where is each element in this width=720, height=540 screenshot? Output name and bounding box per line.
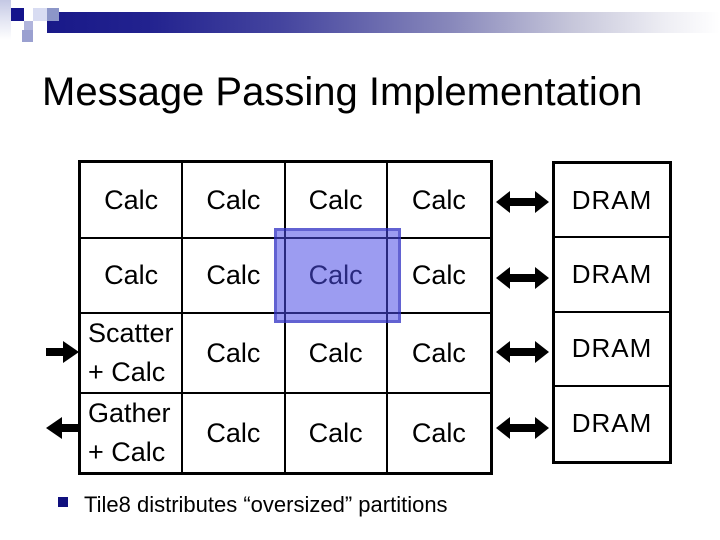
grid-cell-label: Calc [411,338,466,368]
deco-square-navy [11,8,24,21]
bullet-icon [58,497,68,507]
grid-cell-r3c3: Calc [285,314,388,394]
grid-cell-label-line2: + Calc [88,437,166,467]
highlight-overlay [274,228,401,323]
grid-cell-r3c1-scatter: Scatter + Calc [81,314,184,394]
grid-cell-r2c1: Calc [81,238,184,314]
dram-label: DRAM [571,184,653,215]
deco-square-medium [47,8,59,21]
deco-square-medium2 [22,30,33,42]
dram-transfer-arrow-icon-2 [496,267,549,289]
grid-cell-r4c4: Calc [388,394,490,472]
grid-cell-label: Calc [104,184,159,215]
dram-label: DRAM [571,258,653,289]
dram-cell-3: DRAM [555,313,669,387]
grid-cell-label: Calc [308,418,363,448]
grid-cell-r4c1-gather: Gather + Calc [81,394,184,472]
deco-square-small [24,21,33,30]
grid-cell-label: Calc [411,184,466,215]
grid-cell-r1c4: Calc [387,163,490,239]
grid-cell-label: Calc [206,338,261,368]
grid-cell-r1c2: Calc [183,163,286,239]
grid-cell-label-line1: Scatter [88,318,174,348]
grid-cell-r2c4: Calc [387,239,490,314]
grid-cell-label: Calc [206,260,261,291]
deco-strip [0,0,11,40]
grid-cell-label: Calc [411,260,466,291]
bullet-text: Tile8 distributes “oversized” partitions [84,492,448,517]
dram-cell-1: DRAM [555,164,669,239]
gather-out-arrow-icon [46,417,79,439]
grid-cell-label: Calc [104,260,159,291]
grid-cell-label: Calc [308,184,363,215]
grid-cell-label: Calc [206,184,261,215]
dram-transfer-arrow-icon-1 [496,191,549,213]
grid-cell-r4c3: Calc [286,394,388,472]
grid-cell-r4c2: Calc [183,394,286,472]
grid-cell-label: Calc [206,418,261,448]
grid-cell-r1c1: Calc [81,163,184,239]
grid-cell-r3c2: Calc [183,314,286,394]
grid-cell-r3c4: Calc [387,314,490,394]
grid-cell-label: Calc [308,338,363,368]
dram-transfer-arrow-icon-4 [496,417,549,439]
title-accent-bar [47,12,720,33]
dram-label: DRAM [571,333,653,364]
grid-cell-r2c2: Calc [183,238,286,314]
processor-grid: Calc Calc Calc Calc Calc Calc Calc Calc … [78,160,493,475]
dram-label: DRAM [571,408,653,439]
deco-square-pale [33,8,47,21]
dram-transfer-arrow-icon-3 [496,341,549,363]
dram-cell-4: DRAM [555,387,669,461]
grid-cell-label-line1: Gather [88,398,171,428]
grid-cell-label: Calc [411,418,466,448]
slide-title: Message Passing Implementation [42,70,643,114]
scatter-in-arrow-icon [46,341,79,363]
grid-cell-label-line2: + Calc [88,357,166,387]
dram-cell-2: DRAM [555,238,669,313]
dram-column: DRAM DRAM DRAM DRAM [552,161,672,464]
